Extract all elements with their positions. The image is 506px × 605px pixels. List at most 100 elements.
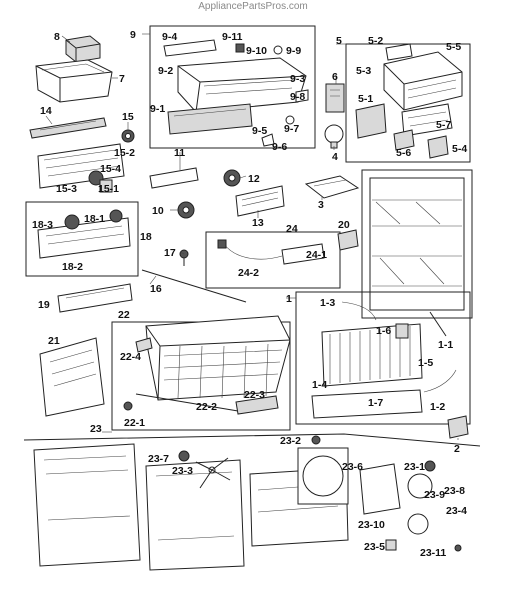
label-24-1: 24-1 [306,249,327,261]
part-15-assembly [37,129,135,193]
label-2: 2 [454,443,460,455]
part-19-panel [57,283,133,313]
label-1-3: 1-3 [320,297,335,309]
label-1-6: 1-6 [376,325,391,337]
part-13-duct [235,185,285,217]
label-19: 19 [38,299,50,311]
label-5-6: 5-6 [396,147,411,159]
part-23-door-group [23,433,481,571]
part-14-rail [29,117,107,139]
label-15-4: 15-4 [100,163,121,175]
label-23-8: 23-8 [444,485,465,497]
label-24: 24 [286,223,298,235]
label-23-4: 23-4 [446,505,467,517]
label-16: 16 [150,283,162,295]
label-23: 23 [90,423,102,435]
label-22-1: 22-1 [124,417,145,429]
label-23-9: 23-9 [424,489,445,501]
label-10: 10 [152,205,164,217]
part-18-group [25,201,139,277]
part-1-evaporator-group [295,291,471,425]
label-9-5: 9-5 [252,125,267,137]
label-5-1: 5-1 [358,93,373,105]
label-13: 13 [252,217,264,229]
label-5-2: 5-2 [368,35,383,47]
label-18-1: 18-1 [84,213,105,225]
label-11: 11 [174,147,185,159]
label-9-11: 9-11 [222,31,243,43]
label-5-4: 5-4 [452,143,467,155]
label-9-3: 9-3 [290,73,305,85]
label-23-10: 23-10 [358,519,385,531]
label-22-3: 22-3 [244,389,265,401]
part-9-crisper-group [149,25,316,149]
label-15-3: 15-3 [56,183,77,195]
label-17: 17 [164,247,176,259]
label-1-7: 1-7 [368,397,383,409]
label-6: 6 [332,71,338,83]
label-24-2: 24-2 [238,267,259,279]
label-21: 21 [48,335,60,347]
part-22-basket-group [111,315,291,431]
leader-lines [45,33,459,440]
label-23-6: 23-6 [342,461,363,473]
label-9: 9 [130,29,136,41]
part-6-panel [325,83,345,113]
label-1-5: 1-5 [418,357,433,369]
label-5-5: 5-5 [446,41,461,53]
label-1-4: 1-4 [312,379,327,391]
label-9-6: 9-6 [272,141,287,153]
label-15-2: 15-2 [114,147,135,159]
part-16-rod [141,269,247,303]
label-9-2: 9-2 [158,65,173,77]
label-22-4: 22-4 [120,351,141,363]
label-5-3: 5-3 [356,65,371,77]
part-4-lamp [324,124,344,149]
watermark: AppliancePartsPros.com [198,1,308,12]
label-9-1: 9-1 [150,103,165,115]
label-22-2: 22-2 [196,401,217,413]
cabinet [361,169,473,319]
part-7-bin [35,59,113,103]
label-4: 4 [332,151,338,163]
label-9-8: 9-8 [290,91,305,103]
label-22: 22 [118,309,130,321]
label-23-2: 23-2 [280,435,301,447]
part-10-gear [177,201,195,219]
label-5: 5 [336,35,342,47]
label-23-7: 23-7 [148,453,169,465]
part-2-switch [447,415,469,439]
label-23-3: 23-3 [172,465,193,477]
label-1-2: 1-2 [430,401,445,413]
part-5-icemaker-group [345,43,471,163]
label-3: 3 [318,199,324,211]
label-23-1: 23-1 [404,461,425,473]
label-9-10: 9-10 [246,45,267,57]
part-11-bracket [149,167,199,189]
label-23-11: 23-11 [420,547,446,559]
label-18: 18 [140,231,152,243]
label-18-3: 18-3 [32,219,53,231]
label-23-5: 23-5 [364,541,385,553]
part-24-harness [205,231,341,289]
label-1: 1 [286,293,292,305]
label-5-7: 5-7 [436,119,451,131]
part-20-bracket [337,229,359,251]
label-9-7: 9-7 [284,123,299,135]
label-12: 12 [248,173,260,185]
label-20: 20 [338,219,350,231]
part-8-bracket [65,35,101,63]
part-12-gear [223,169,241,187]
callout-labels: 8 7 14 15 15-2 15-4 15-3 15-1 9 9-4 9-11… [32,29,467,559]
part-21-cover [39,337,105,417]
label-8: 8 [54,31,60,43]
label-18-2: 18-2 [62,261,83,273]
label-15: 15 [122,111,134,123]
label-14: 14 [40,105,52,117]
label-15-1: 15-1 [98,183,119,195]
part-3-shelf-bracket [304,175,360,199]
label-9-4: 9-4 [162,31,177,43]
label-1-1: 1-1 [438,339,453,351]
label-7: 7 [119,73,125,85]
